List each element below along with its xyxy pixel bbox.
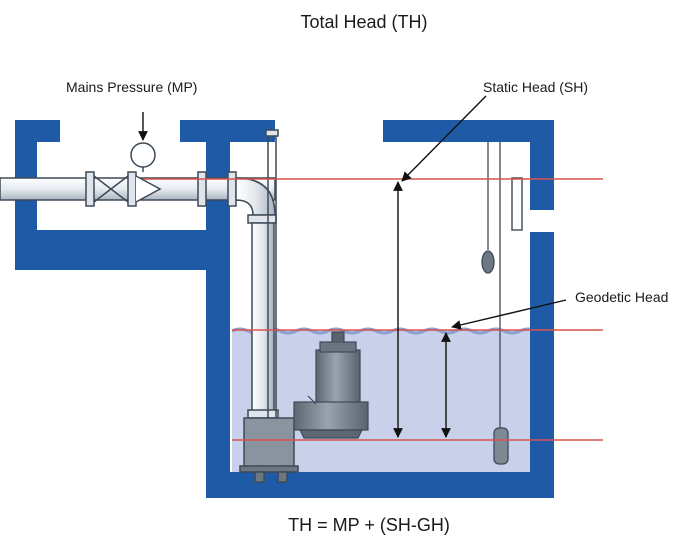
geodetic-head-leader <box>451 299 567 330</box>
pressure-gauge-icon <box>130 142 156 172</box>
concrete-structure <box>15 120 554 498</box>
water-surface <box>231 327 537 335</box>
float-switches <box>481 142 509 465</box>
pump-base <box>239 417 299 483</box>
submersible-pump-icon <box>293 331 369 439</box>
discharge-pipe <box>0 171 276 207</box>
static-head-label: Static Head (SH) <box>483 79 588 95</box>
diagram-title: Total Head (TH) <box>300 12 427 32</box>
wall-opening <box>520 210 554 232</box>
leader-arrows <box>138 95 567 330</box>
dimension-arrows <box>393 181 451 438</box>
mains-pressure-label: Mains Pressure (MP) <box>66 79 197 95</box>
static-head-leader <box>401 95 487 182</box>
head-reference-lines <box>143 178 603 441</box>
geodetic-head-label: Geodetic Head <box>575 289 668 305</box>
total-head-formula: TH = MP + (SH-GH) <box>288 515 450 535</box>
level-sensor-bracket <box>511 177 523 231</box>
